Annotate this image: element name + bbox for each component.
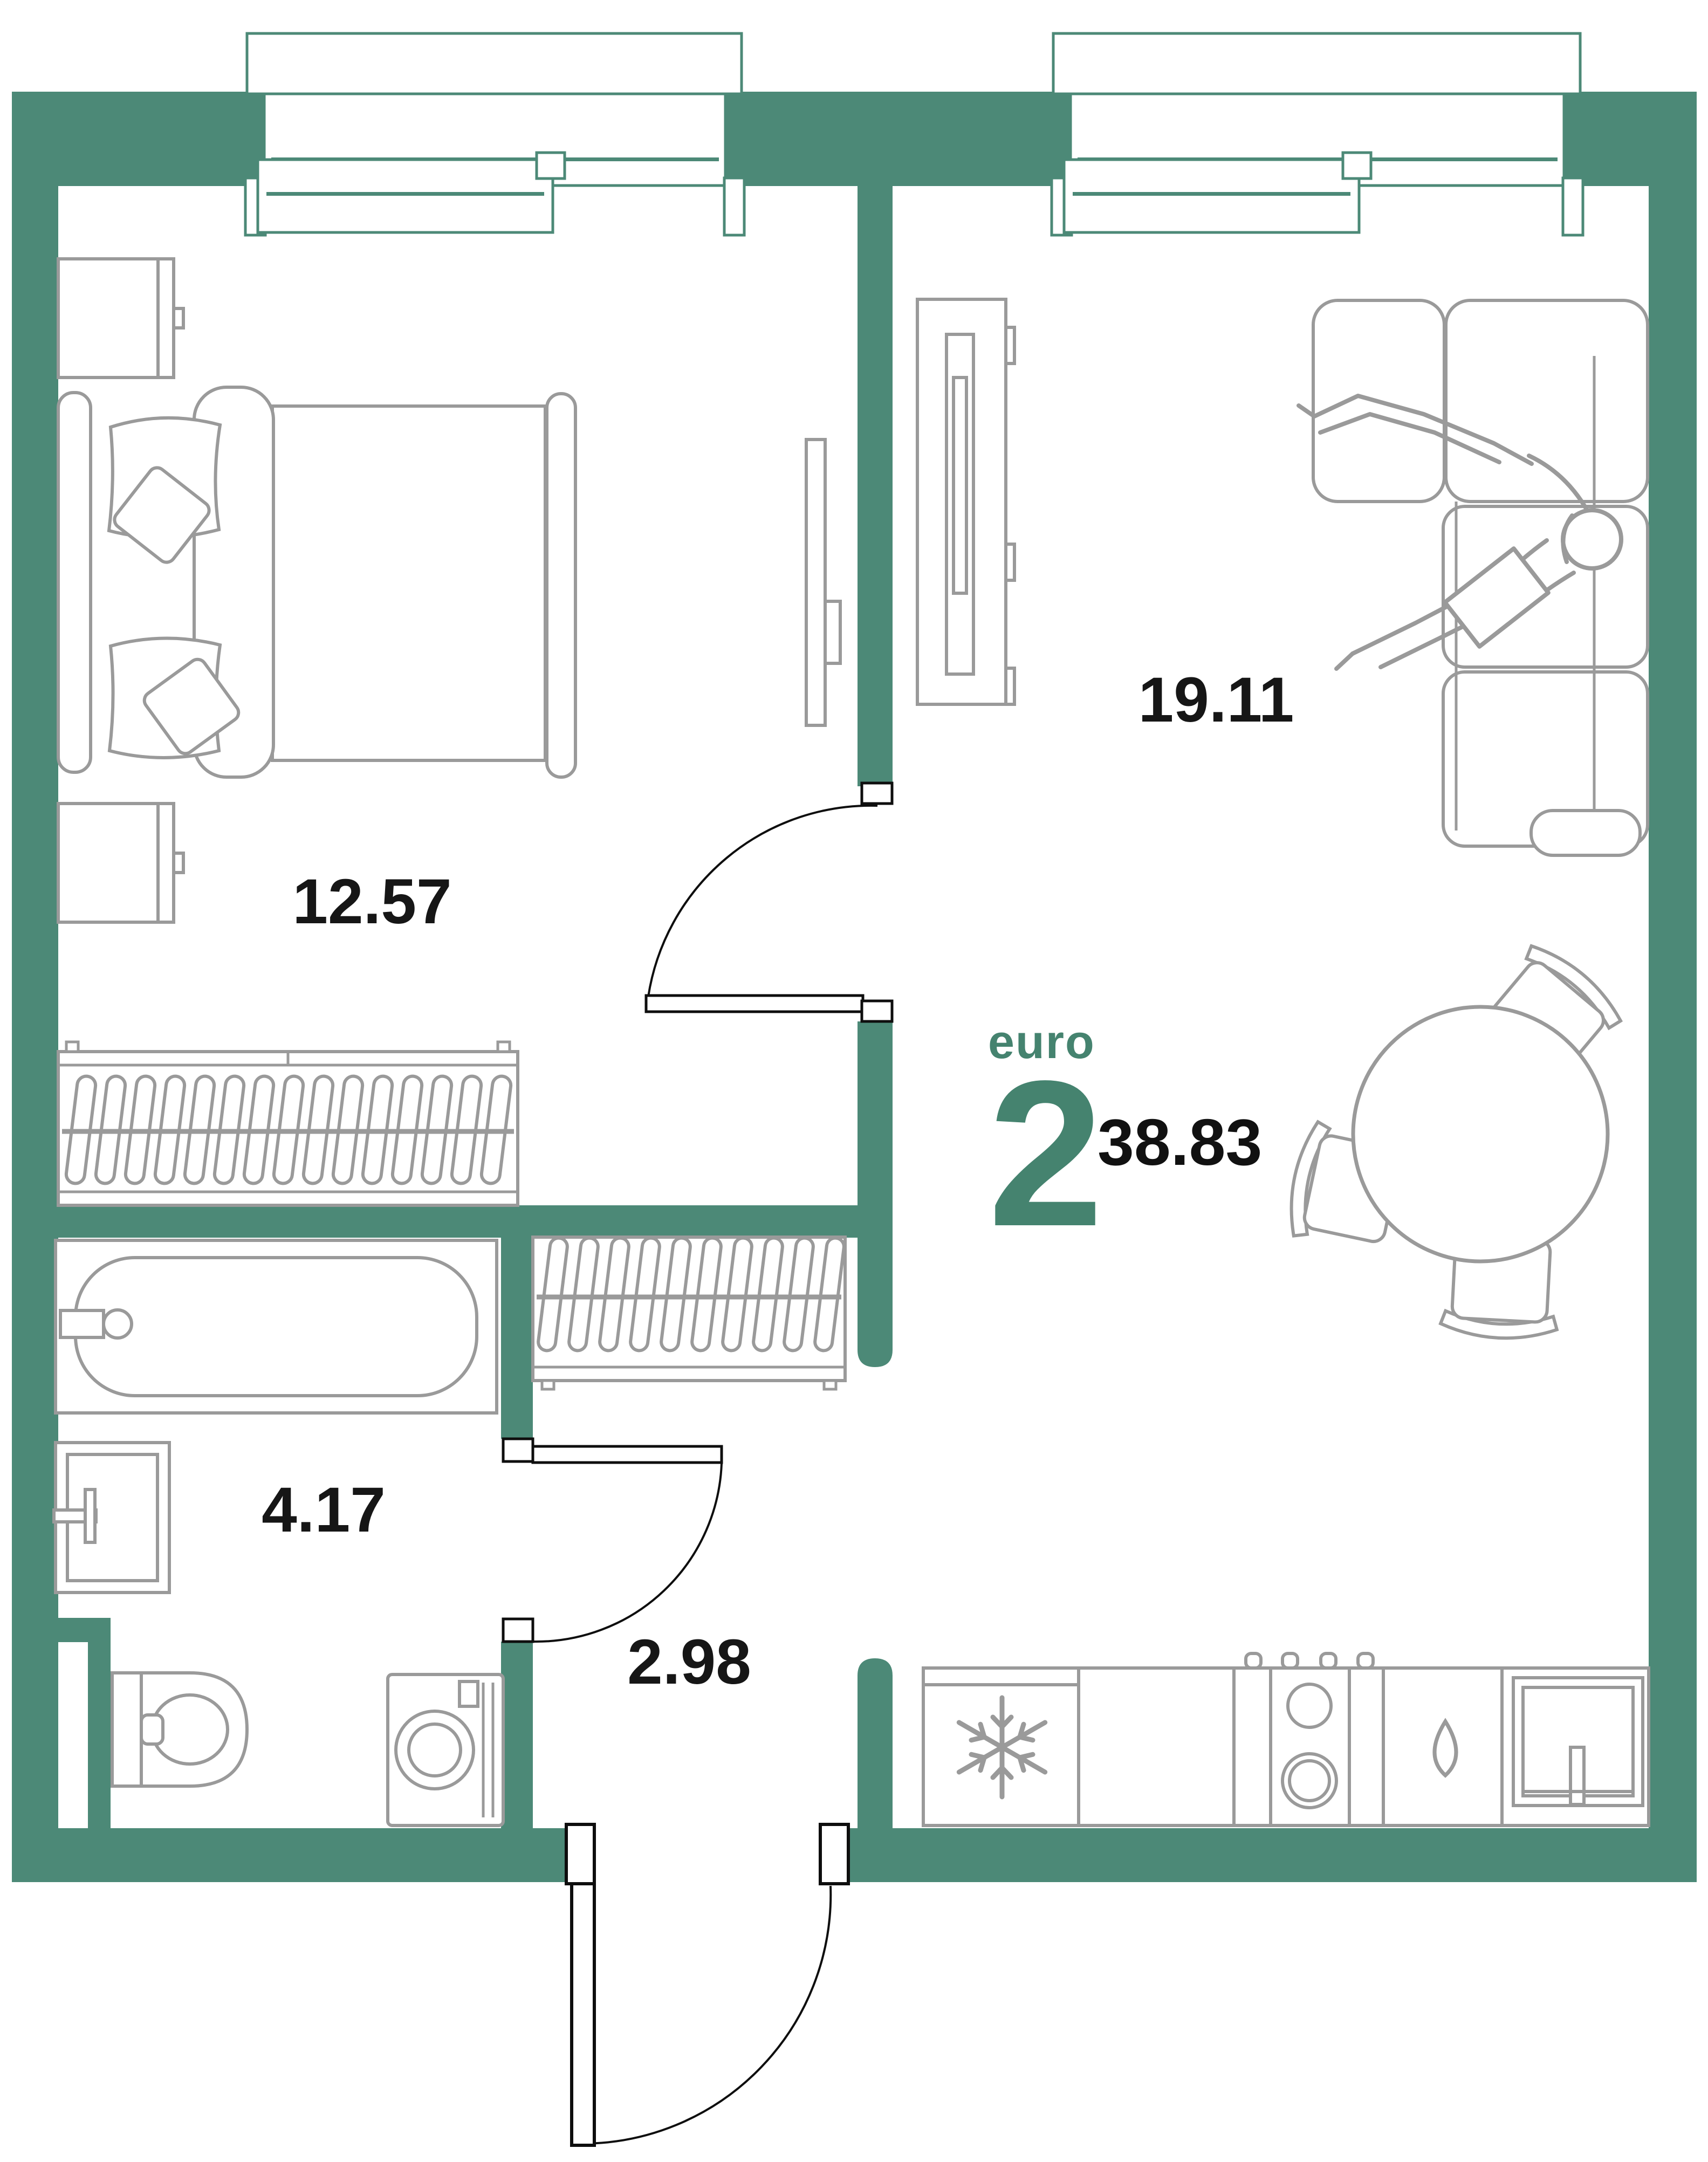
bedroom-window: [244, 32, 746, 237]
window-recess: [245, 32, 743, 95]
door-swing-arc: [533, 1463, 723, 1643]
burner-large: [1281, 1752, 1338, 1809]
wardrobe-large: [57, 1040, 519, 1207]
bedroom-area-label: 12.57: [292, 866, 451, 937]
door-frame-left: [502, 1437, 534, 1463]
stove: [1244, 1652, 1375, 1809]
door-frame-top: [860, 781, 894, 805]
kitchen-sink: [1512, 1676, 1644, 1807]
sink-tap-bar: [84, 1488, 97, 1544]
wall-bathroom-hallway-lower: [501, 1642, 533, 1828]
unit-rooms-count: 2: [988, 1037, 1103, 1269]
kitchen: [922, 1652, 1650, 1827]
sofa: [1312, 299, 1649, 857]
toilet: [111, 1671, 249, 1788]
wall-bottom-left: [12, 1828, 585, 1882]
window-sash: [256, 158, 554, 234]
wall-right: [1649, 92, 1697, 1882]
hallway-area-label: 2.98: [627, 1626, 751, 1698]
window-sash-line: [266, 192, 544, 196]
nightstand-bottom: [57, 802, 185, 924]
sofa-armrest: [1529, 809, 1642, 857]
bathtub: [54, 1239, 498, 1415]
kitchen-faucet: [1569, 1746, 1586, 1806]
sink-drop-icon: [1432, 1718, 1458, 1778]
window-bracket-right: [723, 176, 746, 237]
dining-table: [1351, 1005, 1610, 1264]
door-swing-arc: [647, 804, 878, 997]
bedroom-tv: [805, 438, 842, 727]
bedroom-door: [644, 781, 894, 1023]
window-sash-line: [1073, 192, 1350, 196]
window-sash-latch: [1341, 151, 1373, 180]
washing-machine: [386, 1673, 505, 1827]
bathroom: 4.17: [52, 1239, 505, 1827]
bed-headboard: [57, 391, 92, 774]
window-recess: [1052, 32, 1582, 95]
bathroom-sink: [52, 1441, 171, 1594]
door-frame-bottom: [502, 1617, 534, 1643]
wall-middle-mid: [858, 1021, 893, 1367]
wall-bottom-right: [821, 1828, 1697, 1882]
bathtub-drain: [102, 1308, 133, 1340]
wall-middle-upper: [858, 186, 893, 786]
nightstand-top: [57, 257, 185, 379]
living-room: 19.11: [916, 298, 1649, 1341]
person-on-sofa: [1297, 394, 1623, 671]
dining-set: [1282, 937, 1628, 1341]
wall-shaft-top: [58, 1618, 111, 1642]
unit-total-area: 38.83: [1097, 1106, 1262, 1179]
door-leaf: [644, 994, 865, 1013]
wardrobe-small: [531, 1237, 847, 1391]
walls: [12, 92, 1697, 1882]
bed: [57, 386, 577, 779]
entrance-door: [565, 1823, 850, 2147]
hallway: 2.98: [531, 1237, 847, 1698]
tv-unit: [916, 298, 1016, 706]
wall-top-a: [12, 92, 264, 186]
window-sash: [1062, 158, 1361, 234]
unit-type-label: euro: [988, 1015, 1095, 1068]
bed-mattress: [271, 404, 547, 762]
window-sash-latch: [535, 151, 566, 180]
bed-cushion-2: [142, 657, 241, 756]
wall-bedroom-bathroom: [12, 1205, 893, 1238]
door-frame-bottom: [860, 999, 894, 1023]
door-frame-right: [819, 1823, 850, 1885]
door-leaf: [531, 1445, 723, 1464]
living-area-label: 19.11: [1138, 664, 1294, 736]
window-bracket-right: [1561, 176, 1584, 237]
living-window: [1050, 32, 1584, 237]
unit-summary: euro 2 38.83: [988, 1015, 1262, 1269]
wall-left: [12, 92, 58, 1882]
bathroom-door: [502, 1437, 723, 1643]
bathtub-faucet: [59, 1309, 105, 1339]
door-leaf: [570, 1882, 596, 2147]
bed-footboard: [545, 392, 577, 779]
book: [1443, 546, 1551, 649]
bed-cushion-1: [113, 466, 211, 564]
toilet-tank: [111, 1671, 143, 1788]
bathroom-area-label: 4.17: [262, 1474, 386, 1546]
sofa-section-corner: [1444, 299, 1649, 503]
burner-small: [1286, 1683, 1333, 1729]
wall-top-b: [725, 92, 1071, 186]
bedroom: 12.57: [57, 257, 842, 1207]
door-frame-left: [565, 1823, 596, 1885]
door-swing-arc: [583, 1885, 832, 2145]
wall-shaft-side: [88, 1642, 111, 1828]
wall-middle-lower: [858, 1658, 893, 1882]
wall-bathroom-hallway-upper: [501, 1238, 533, 1439]
